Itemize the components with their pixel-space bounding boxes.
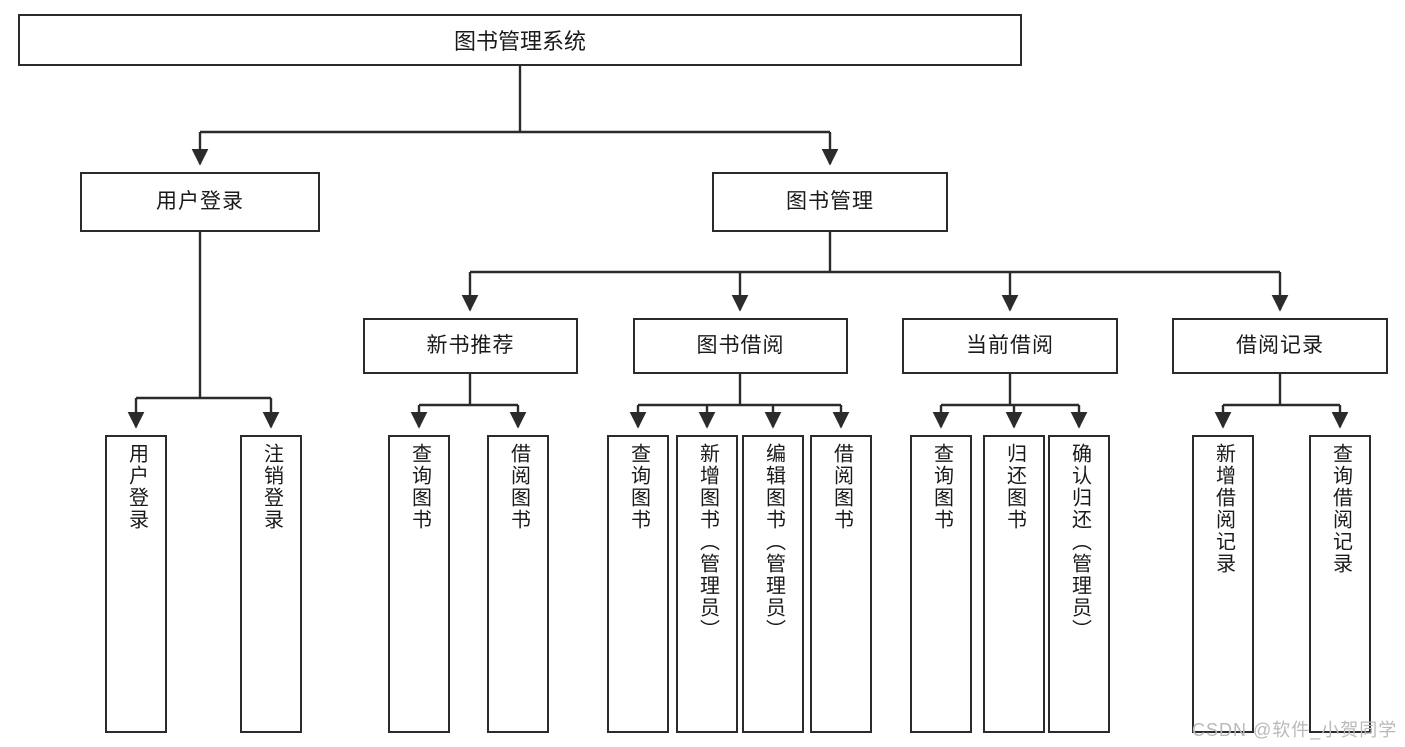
- leaf-borrow-book-recommend[interactable]: 借阅图书: [487, 435, 549, 733]
- leaf-query-book-current[interactable]: 查询图书: [910, 435, 972, 733]
- leaf-edit-book-admin[interactable]: 编辑图书（管理员）: [742, 435, 804, 733]
- leaf-add-book-admin[interactable]: 新增图书（管理员）: [676, 435, 738, 733]
- leaf-return-book-label: 归还图书: [1003, 443, 1026, 531]
- node-root[interactable]: 图书管理系统: [18, 14, 1022, 66]
- leaf-query-borrow-record-label: 查询借阅记录: [1329, 443, 1352, 575]
- node-book-borrow[interactable]: 图书借阅: [633, 318, 848, 374]
- leaf-add-borrow-record-label: 新增借阅记录: [1212, 443, 1235, 575]
- leaf-add-book-admin-label: 新增图书（管理员）: [696, 443, 719, 641]
- csdn-watermark: CSDN @软件_小贺同学: [1192, 720, 1398, 740]
- node-new-book-recommend-label: 新书推荐: [426, 334, 515, 358]
- node-current-borrow[interactable]: 当前借阅: [902, 318, 1118, 374]
- leaf-query-book-recommend[interactable]: 查询图书: [388, 435, 450, 733]
- node-user-login-label: 用户登录: [156, 190, 244, 214]
- leaf-query-book-current-label: 查询图书: [930, 443, 953, 531]
- node-book-management[interactable]: 图书管理: [712, 172, 948, 232]
- node-borrow-record-label: 借阅记录: [1236, 334, 1324, 358]
- leaf-query-book-recommend-label: 查询图书: [408, 443, 431, 531]
- node-borrow-record[interactable]: 借阅记录: [1172, 318, 1388, 374]
- leaf-return-book[interactable]: 归还图书: [983, 435, 1045, 733]
- leaf-logout-label: 注销登录: [260, 443, 283, 531]
- leaf-borrow-book[interactable]: 借阅图书: [810, 435, 872, 733]
- node-root-label: 图书管理系统: [453, 29, 586, 54]
- node-new-book-recommend[interactable]: 新书推荐: [363, 318, 578, 374]
- leaf-query-borrow-record[interactable]: 查询借阅记录: [1309, 435, 1371, 733]
- leaf-user-login-label: 用户登录: [125, 443, 148, 531]
- leaf-borrow-book-label: 借阅图书: [830, 443, 853, 531]
- leaf-query-book-borrow[interactable]: 查询图书: [607, 435, 669, 733]
- node-book-borrow-label: 图书借阅: [696, 334, 785, 358]
- leaf-query-book-borrow-label: 查询图书: [627, 443, 650, 531]
- leaf-logout[interactable]: 注销登录: [240, 435, 302, 733]
- node-user-login[interactable]: 用户登录: [80, 172, 320, 232]
- leaf-add-borrow-record[interactable]: 新增借阅记录: [1192, 435, 1254, 733]
- node-book-management-label: 图书管理: [786, 190, 874, 214]
- leaf-edit-book-admin-label: 编辑图书（管理员）: [762, 443, 785, 641]
- leaf-borrow-book-recommend-label: 借阅图书: [507, 443, 530, 531]
- leaf-confirm-return-admin-label: 确认归还（管理员）: [1068, 443, 1091, 641]
- leaf-user-login[interactable]: 用户登录: [105, 435, 167, 733]
- node-current-borrow-label: 当前借阅: [966, 334, 1054, 358]
- leaf-confirm-return-admin[interactable]: 确认归还（管理员）: [1048, 435, 1110, 733]
